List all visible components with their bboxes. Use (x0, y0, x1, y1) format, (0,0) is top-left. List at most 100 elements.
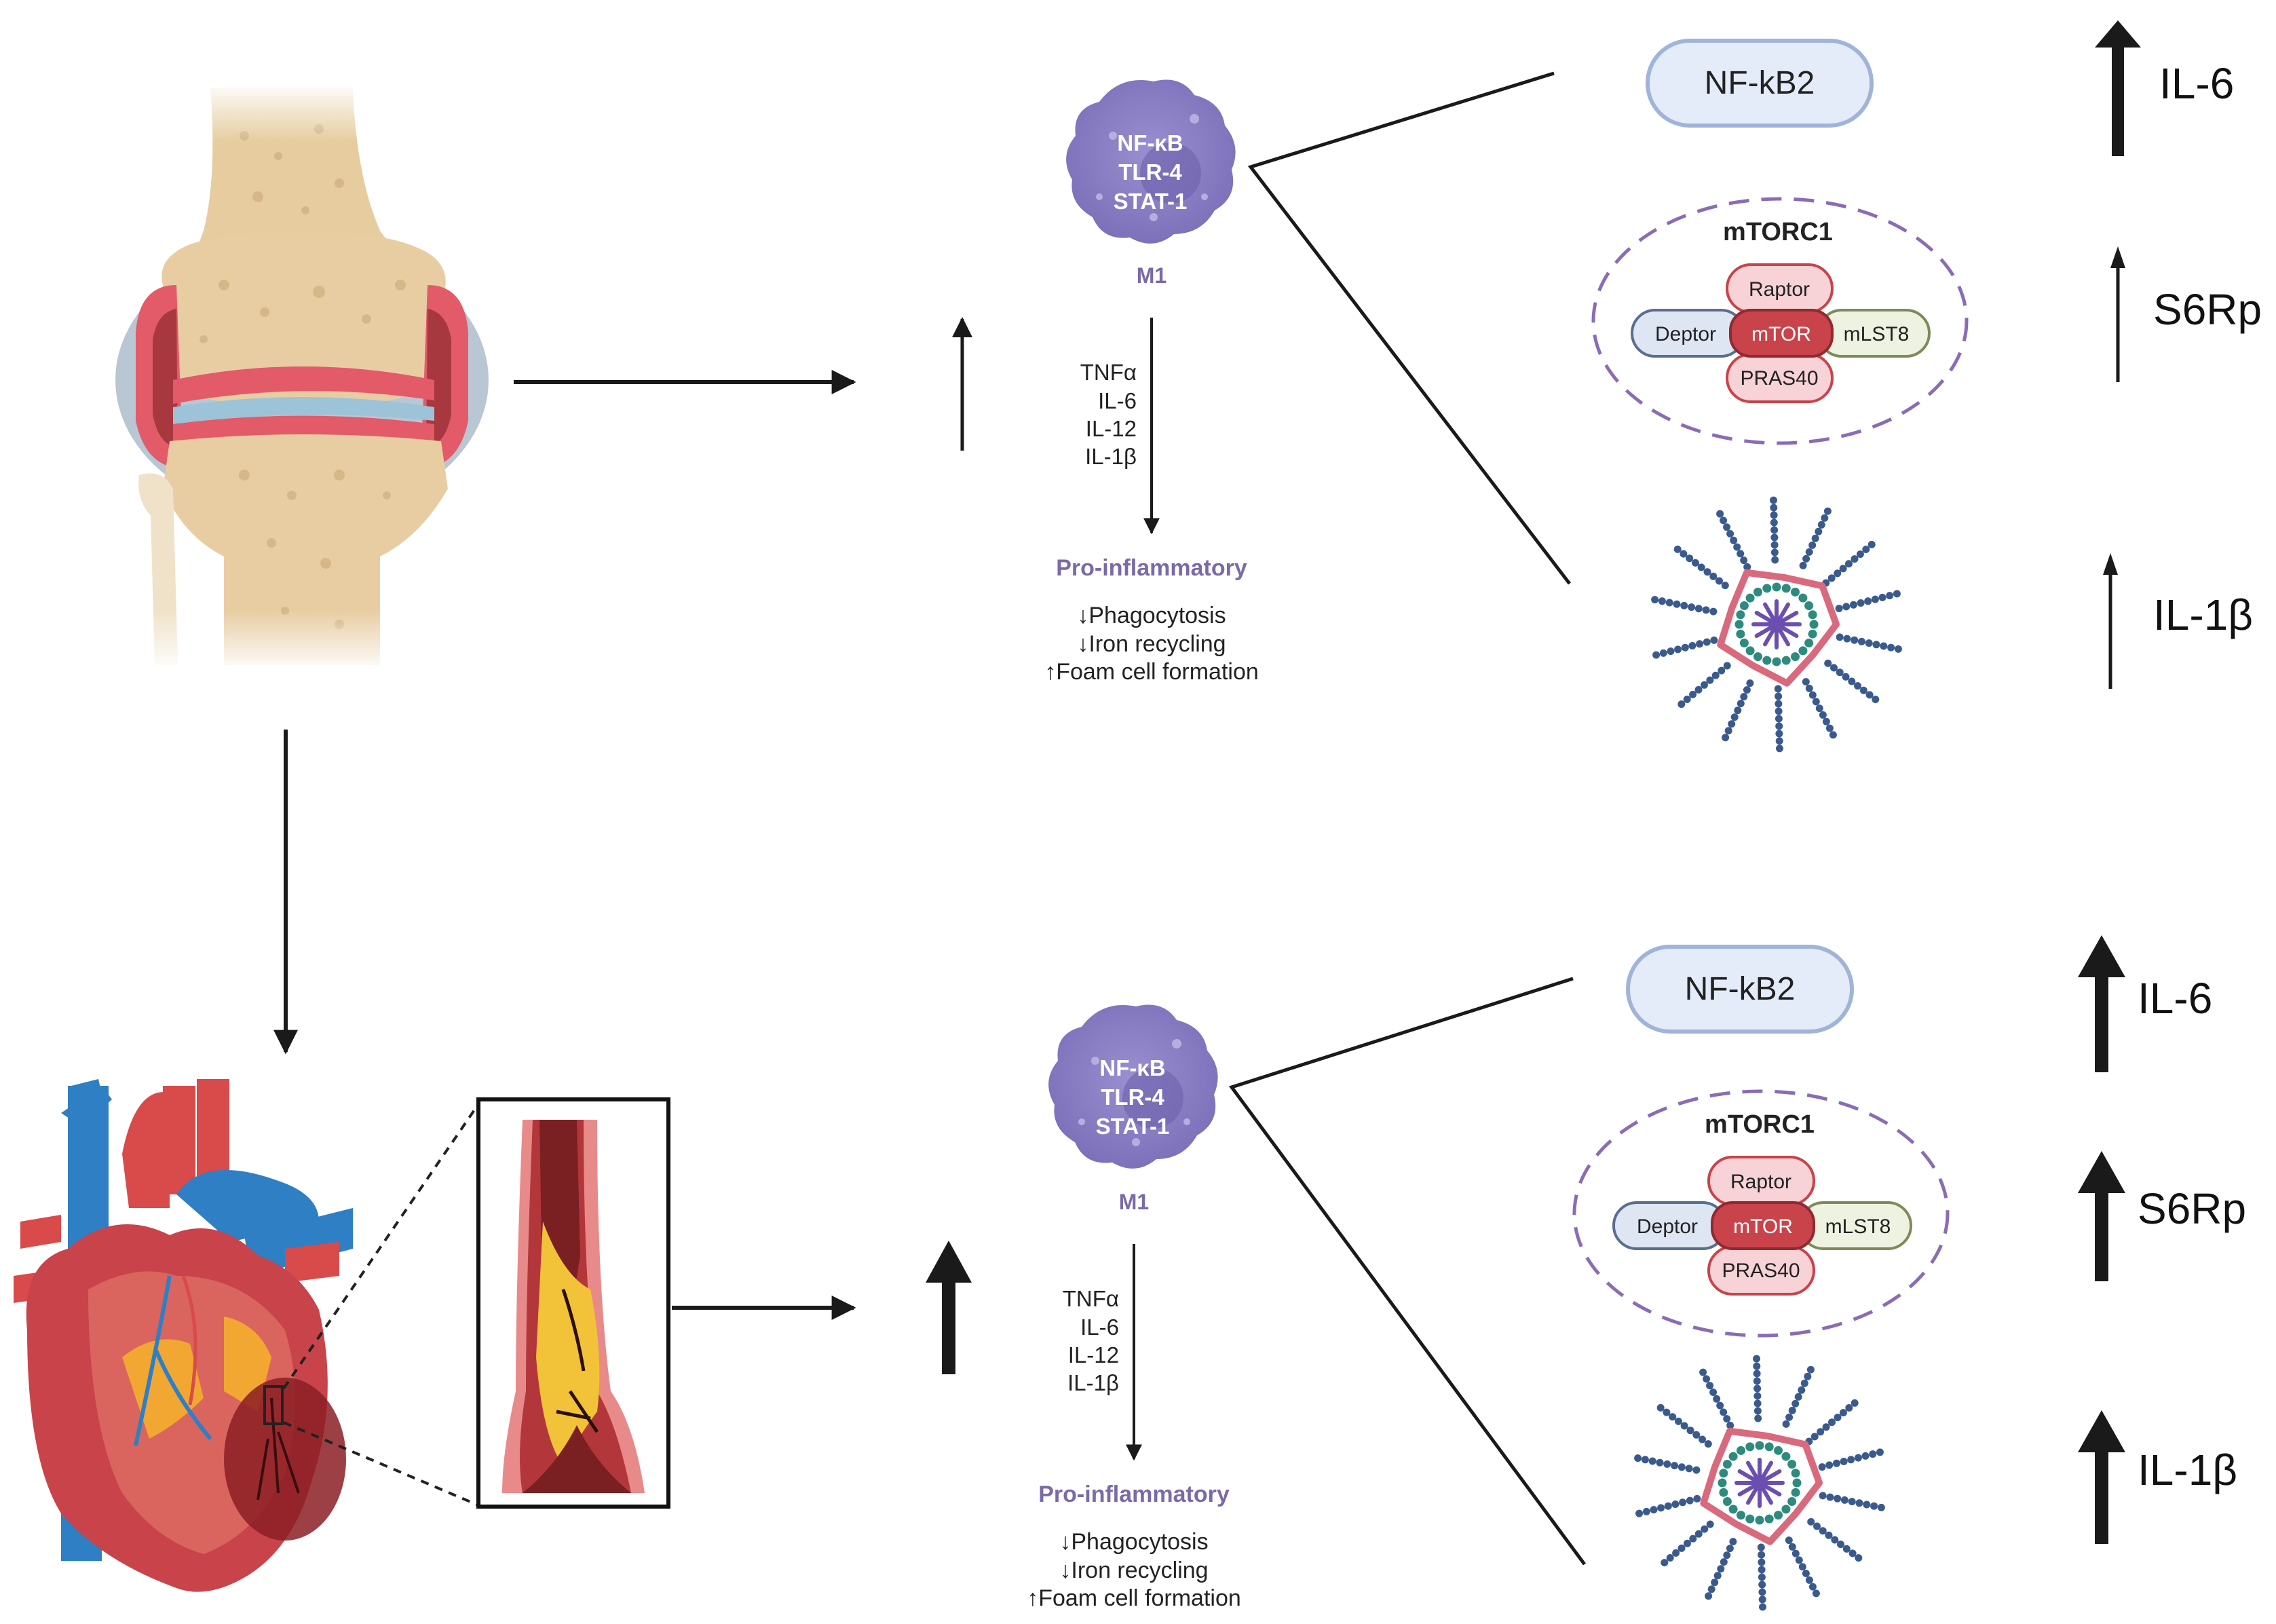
bottom-s6rp-label: S6Rp (2138, 1184, 2246, 1233)
bottom-il6-arrowhead (2078, 935, 2125, 977)
bottom-outcome-s6rp: S6Rp (2078, 1151, 2246, 1281)
bottom-macrophage-tlr4: TLR-4 (1101, 1084, 1164, 1110)
top-cytokine-il12: IL-12 (1086, 416, 1137, 441)
inflammasome-ring (1700, 1427, 1823, 1545)
top-effect-iron: ↓Iron recycling (1077, 631, 1226, 657)
inflammasome-spoke (1836, 633, 1902, 653)
top-effect-phagocytosis: ↓Phagocytosis (1077, 603, 1226, 628)
inflammasome-spoke (1661, 1520, 1714, 1567)
artery-plaque-inset (476, 1097, 670, 1509)
heart-zoom-marker (263, 1385, 284, 1425)
inflammasome-spoke (1634, 1454, 1701, 1474)
bottom-effect-iron: ↓Iron recycling (1059, 1557, 1208, 1583)
bottom-cytokine-il12: IL-12 (1068, 1342, 1119, 1367)
bottom-mtor-label: mTOR (1733, 1215, 1793, 1238)
bottom-raptor-label: Raptor (1730, 1171, 1791, 1193)
inflammasome-spoke (1716, 510, 1751, 571)
bottom-s6rp-arrowhead (2078, 1151, 2125, 1193)
inflammasome-spoke (1785, 1536, 1820, 1598)
inflammasome-spoke (1705, 1538, 1737, 1600)
top-il6-arrowhead (2095, 20, 2141, 48)
knee-joint-illustration (115, 81, 502, 672)
bottom-connector-lines (1228, 977, 1587, 1566)
bottom-m1-label: M1 (1119, 1190, 1149, 1214)
inflammasome-spoke (1799, 507, 1832, 569)
inflammasome-spoke (1807, 1517, 1863, 1562)
top-macrophage-nfkb: NF-κB (1117, 130, 1183, 155)
bottom-cytokine-tnfa: TNFα (1063, 1286, 1119, 1311)
bottom-mlst8-label: mLST8 (1825, 1215, 1891, 1238)
inflammasome-spoke (1824, 659, 1880, 704)
inflammasome-core (1734, 1458, 1785, 1508)
inflammasome-spoke (1802, 678, 1837, 739)
top-raptor-label: Raptor (1749, 278, 1810, 301)
inflammasome-spoke (1635, 1494, 1701, 1517)
top-il6-label: IL-6 (2159, 59, 2234, 108)
bottom-pro-inflammatory: Pro-inflammatory (1038, 1481, 1230, 1507)
bottom-deptor-label: Deptor (1637, 1215, 1698, 1238)
zoom-line-top (282, 1103, 480, 1390)
top-nfkb2-label: NF-kB2 (1705, 65, 1815, 101)
top-macrophage-cell: NF-κB TLR-4 STAT-1 (1066, 79, 1236, 244)
bottom-cytokine-il1b: IL-1β (1067, 1370, 1119, 1395)
top-pras40-label: PRAS40 (1740, 367, 1818, 390)
bottom-cytokine-list: TNFα IL-6 IL-12 IL-1β (1063, 1286, 1119, 1395)
bottom-mtorc1-complex: mTORC1 Raptor Deptor mLST8 PRAS40 mTOR (1572, 1089, 1950, 1338)
top-mtorc1-title: mTORC1 (1723, 218, 1833, 246)
top-outcome-il1b: IL-1β (2103, 553, 2253, 689)
bottom-macrophage-cell: NF-κB TLR-4 STAT-1 (1048, 1004, 1218, 1169)
top-s6rp-label: S6Rp (2153, 285, 2262, 334)
inflammasome-spoke (1652, 636, 1718, 659)
top-s6rp-arrowhead (2110, 246, 2125, 268)
top-pro-inflammatory: Pro-inflammatory (1056, 555, 1247, 581)
bottom-effect-foam: ↑Foam cell formation (1027, 1585, 1241, 1611)
bottom-effect-phagocytosis: ↓Phagocytosis (1059, 1529, 1208, 1555)
bottom-il6-label: IL-6 (2138, 974, 2212, 1023)
inflammasome-spoke (1774, 685, 1783, 753)
top-outcome-il6: IL-6 (2095, 20, 2234, 156)
bottom-nfkb2-label: NF-kB2 (1685, 971, 1796, 1007)
bottom-nfkb2-box (1626, 945, 1854, 1034)
bottom-cytokine-il6: IL-6 (1080, 1315, 1119, 1340)
top-macrophage-stat1: STAT-1 (1114, 189, 1188, 214)
inflammasome-spoke (1753, 1355, 1762, 1422)
top-m1-label: M1 (1137, 263, 1167, 288)
inflammasome-core (1751, 599, 1802, 649)
top-effect-foam: ↑Foam cell formation (1044, 659, 1259, 685)
inflammasome-spoke (1722, 679, 1754, 742)
zoom-line-bottom (283, 1421, 479, 1507)
bottom-macrophage-stat1: STAT-1 (1096, 1114, 1170, 1139)
inflammasome-spoke (1656, 1403, 1712, 1448)
top-cytokine-list: TNFα IL-6 IL-12 IL-1β (1080, 360, 1137, 469)
bottom-macrophage-nfkb: NF-κB (1099, 1055, 1165, 1080)
inflammasome-spoke (1822, 540, 1876, 587)
inflammasome-spoke (1835, 590, 1901, 613)
inflammasome-spoke (1677, 662, 1731, 709)
top-cytokine-il6: IL-6 (1098, 388, 1137, 413)
bottom-pras40-label: PRAS40 (1722, 1260, 1800, 1282)
inflammasome-spoke (1818, 1448, 1884, 1471)
bottom-increase-arrowhead (926, 1241, 972, 1283)
bottom-inflammasome-icon (1634, 1355, 1885, 1611)
inflammasome-ring (1717, 569, 1840, 687)
inflammasome-teal-ring (1734, 582, 1819, 666)
top-mtor-label: mTOR (1751, 323, 1811, 345)
heart-illustration (14, 1079, 353, 1592)
top-outcome-s6rp: S6Rp (2110, 246, 2262, 382)
top-mtorc1-complex: mTORC1 Raptor Deptor mLST8 PRAS40 mTOR (1591, 197, 1969, 445)
top-cytokine-il1b: IL-1β (1085, 444, 1137, 469)
inflammasome-spoke (1819, 1492, 1885, 1511)
top-deptor-label: Deptor (1655, 323, 1716, 345)
top-il1b-arrowhead (2103, 553, 2118, 575)
bottom-outcome-il1b: IL-1β (2078, 1410, 2237, 1544)
inflammasome-spoke (1782, 1365, 1815, 1428)
bottom-il1b-arrowhead (2078, 1410, 2125, 1452)
inflammasome-spoke (1699, 1368, 1734, 1429)
inflammasome-spoke (1805, 1399, 1859, 1446)
bottom-mtorc1-title: mTORC1 (1705, 1110, 1815, 1139)
inflammasome-spoke (1757, 1543, 1766, 1611)
top-cytokine-tnfa: TNFα (1080, 360, 1137, 385)
inflammasome-spoke (1673, 545, 1729, 590)
